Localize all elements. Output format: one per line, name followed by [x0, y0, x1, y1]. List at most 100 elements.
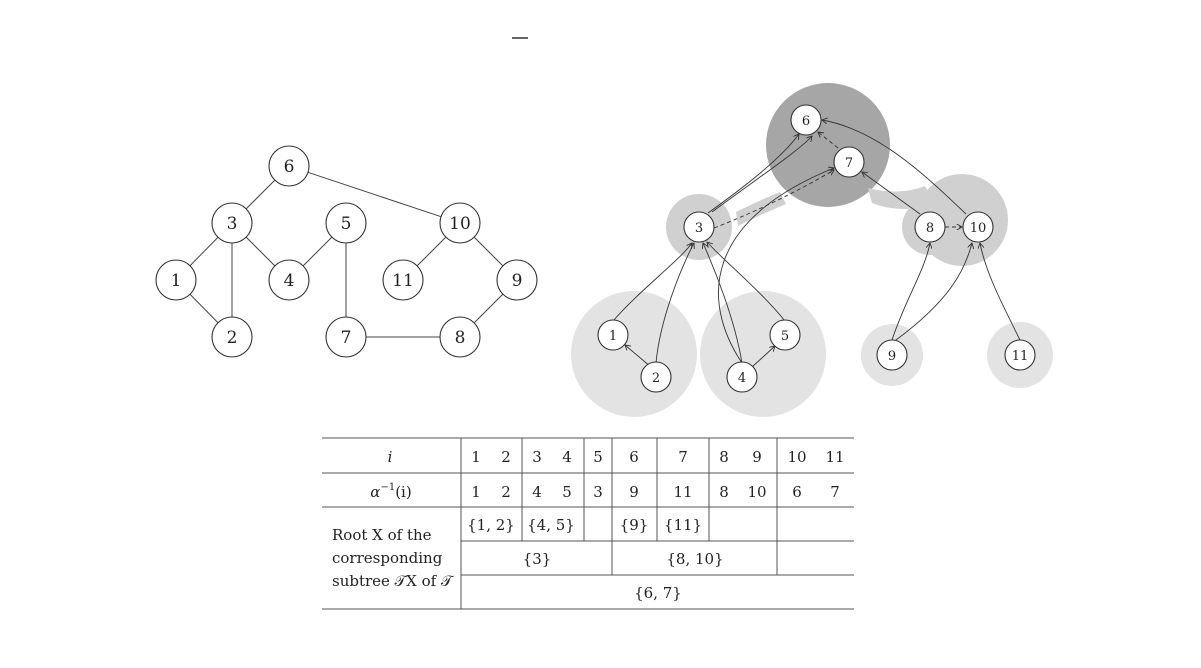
tree-arrow-16	[895, 243, 972, 341]
tree-node-circle	[597, 319, 629, 351]
permutation-table: i α−1(i) Root X of the corresponding sub…	[322, 437, 854, 610]
tree-arrow-6	[707, 242, 786, 322]
alpha-cell-5: 3	[593, 483, 603, 501]
tree-node-label: 1	[609, 329, 617, 344]
level2-cell-2: {8, 10}	[666, 550, 723, 568]
graph-node-7: 7	[325, 316, 367, 358]
graph-node-label: 5	[341, 214, 352, 234]
graph-edge-3-1	[189, 236, 219, 267]
tree-arrows	[612, 120, 1021, 368]
tree-node-9: 9	[876, 339, 908, 371]
tree-node-2: 2	[640, 361, 672, 393]
graph-node-circle	[211, 202, 253, 244]
tree-arrow-10	[718, 168, 834, 364]
graph-node-11: 11	[382, 259, 424, 301]
tree-arrow-4	[751, 346, 775, 368]
tree-node-circle	[962, 211, 994, 243]
blob-shape	[766, 83, 890, 207]
graph-edge-10-11	[416, 236, 447, 267]
graph-edge-6-3	[245, 179, 276, 210]
graph-edge-6-10	[307, 171, 442, 218]
tree-arrow-17	[980, 243, 1021, 341]
blob-neck	[868, 186, 935, 210]
tree-arrow-2	[703, 243, 743, 364]
tree-node-label: 6	[802, 114, 810, 129]
tree-node-4: 4	[726, 361, 758, 393]
group-blob-4-5	[700, 291, 826, 417]
tree-node-5: 5	[769, 319, 801, 351]
graph-node-circle	[496, 259, 538, 301]
tree-arrow-1	[655, 243, 694, 364]
i-cell-5: 5	[593, 448, 603, 466]
tree-node-3: 3	[683, 211, 715, 243]
graph-node-label: 11	[392, 271, 414, 291]
tree-node-label: 2	[652, 371, 660, 386]
graph-node-6: 6	[268, 145, 310, 187]
graph-node-10: 10	[439, 202, 481, 244]
graph-node-4: 4	[268, 259, 310, 301]
tree-node-label: 9	[888, 349, 896, 364]
alpha-cell-1: 1	[471, 483, 481, 501]
table-grid-lines	[322, 437, 854, 610]
graph-node-label: 8	[455, 328, 466, 348]
blob-shape	[916, 174, 1008, 266]
graph-node-circle	[382, 259, 424, 301]
group-blob-1-2	[571, 291, 697, 417]
tree-node-circle	[683, 211, 715, 243]
graph-edge-1-2	[189, 293, 219, 324]
graph-edge-8-9	[473, 293, 504, 324]
alpha-cell-11: 7	[830, 483, 840, 501]
tree-node-label: 4	[738, 371, 746, 386]
level3-cell-1: {6, 7}	[634, 584, 682, 602]
root-label-line-1: Root X of the	[332, 526, 432, 544]
level1-cell-3: {9}	[620, 516, 649, 534]
i-cell-6: 6	[629, 448, 639, 466]
row-header-i: i	[388, 448, 393, 466]
graph-node-label: 4	[284, 271, 295, 291]
graph-node-circle	[439, 316, 481, 358]
alpha-suffix: (i)	[395, 483, 412, 501]
graph-node-8: 8	[439, 316, 481, 358]
tree-arrow-5	[612, 243, 692, 322]
alpha-cell-4: 5	[562, 483, 572, 501]
graph-edge-9-10	[473, 236, 504, 267]
alpha-cell-8: 8	[719, 483, 729, 501]
graph-node-circle	[268, 259, 310, 301]
tree-node-6: 6	[790, 104, 822, 136]
tree-node-label: 7	[845, 156, 853, 171]
i-cell-1: 1	[471, 448, 481, 466]
tree-arrow-9	[713, 170, 834, 229]
graph-node-circle	[155, 259, 197, 301]
graph-node-9: 9	[496, 259, 538, 301]
tree-arrow-12	[862, 172, 921, 215]
tree-node-11: 11	[1004, 339, 1036, 371]
tree-arrow-13	[822, 120, 967, 215]
graph-node-label: 6	[284, 157, 295, 177]
alpha-symbol: α	[370, 483, 380, 501]
tree-node-circle	[914, 211, 946, 243]
tree-node-circle	[1004, 339, 1036, 371]
group-blob-6-7	[766, 83, 890, 207]
root-label-line-2: corresponding	[332, 549, 443, 567]
alpha-cell-10: 6	[792, 483, 802, 501]
alpha-cell-9: 10	[747, 483, 766, 501]
tree-node-circle	[769, 319, 801, 351]
level1-cell-4: {11}	[664, 516, 702, 534]
tree-arrow-15	[891, 243, 930, 341]
i-cell-3: 3	[532, 448, 542, 466]
graph-node-circle	[268, 145, 310, 187]
tree-node-label: 3	[695, 221, 703, 236]
graph-edge-4-5	[302, 236, 333, 267]
alpha-cell-2: 2	[501, 483, 511, 501]
i-cell-11: 11	[825, 448, 844, 466]
graph-node-circle	[325, 202, 367, 244]
i-cell-4: 4	[562, 448, 572, 466]
graph-node-2: 2	[211, 316, 253, 358]
tree-arrow-11	[818, 132, 839, 149]
graph-node-circle	[211, 316, 253, 358]
graph-node-label: 3	[227, 214, 238, 234]
